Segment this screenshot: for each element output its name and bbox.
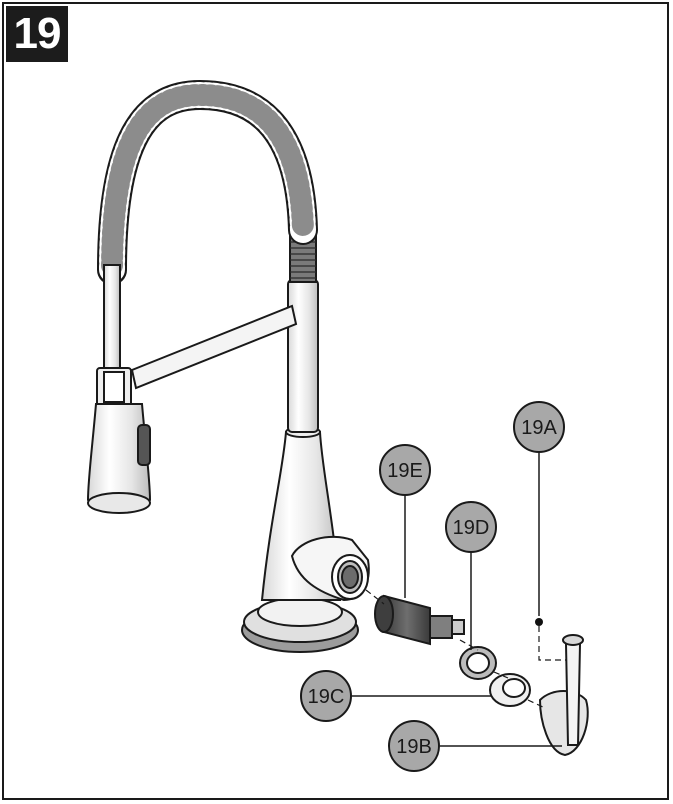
callout-19b: 19B — [388, 720, 440, 772]
callout-19a: 19A — [513, 401, 565, 453]
bonnet-nut-part — [459, 646, 497, 680]
sprayer-head — [86, 403, 152, 514]
cartridge-part — [374, 594, 465, 646]
callout-leader-lines — [350, 452, 562, 747]
callout-19a-label: 19A — [521, 417, 557, 439]
callout-19d: 19D — [445, 501, 497, 553]
callout-19d-label: 19D — [453, 517, 490, 539]
callout-19e-label: 19E — [387, 460, 423, 482]
faucet-body — [260, 426, 370, 602]
callout-19c-label: 19C — [308, 686, 345, 708]
cap-part — [489, 673, 531, 707]
assembly-guide-lines — [365, 589, 566, 709]
spray-holder-arm — [96, 264, 298, 407]
faucet-column — [287, 229, 319, 433]
callout-19e: 19E — [379, 444, 431, 496]
callout-19b-label: 19B — [396, 736, 432, 758]
step-number-badge: 19 — [6, 6, 68, 62]
handle-part — [538, 634, 589, 757]
set-screw-part — [535, 618, 543, 626]
faucet-base-plate — [241, 597, 359, 653]
spring-coil — [97, 79, 318, 285]
callout-19c: 19C — [300, 670, 352, 722]
